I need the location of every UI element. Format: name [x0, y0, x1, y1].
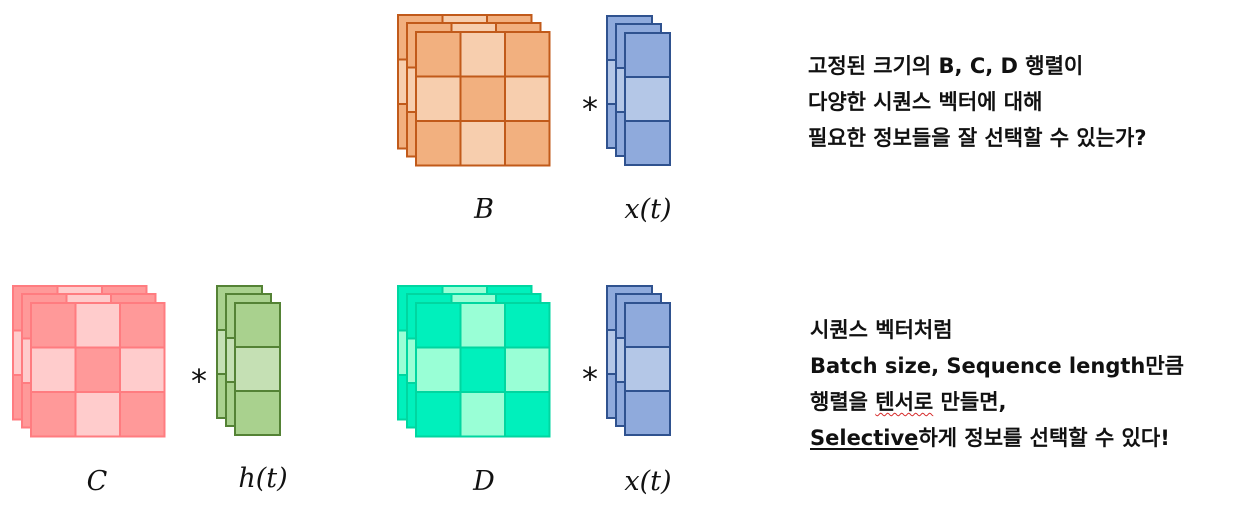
- matrix-D-layer-3-cell-0-2: [504, 302, 551, 349]
- vector-x-top-layer-3-cell-2-0: [624, 120, 671, 166]
- vector-x-top-layer-3-cell-1-0: [624, 76, 671, 122]
- matrix-D-layer-3-cell-1-1: [459, 346, 506, 393]
- note-bottom-line-3-spellcheck-word: 텐서로: [875, 390, 934, 414]
- matrix-C-layer-3-cell-0-2: [119, 302, 166, 349]
- matrix-C-layer-3-cell-1-1: [74, 346, 121, 393]
- matrix-B-layer-3-cell-0-0: [415, 31, 462, 78]
- matrix-C-layer-3-cell-2-1: [74, 391, 121, 438]
- note-bottom-line-2: Batch size, Sequence length만큼: [810, 354, 1184, 378]
- vector-x-bottom-layer-3-cell-1-0: [624, 346, 671, 392]
- vector-x-bottom-layer-3-cell-2-0: [624, 390, 671, 436]
- matrix-C-layer-3-cell-0-0: [30, 302, 77, 349]
- note-top-line-3: 필요한 정보들을 잘 선택할 수 있는가?: [808, 126, 1147, 150]
- label-x-t-bottom: x(t): [624, 466, 671, 497]
- vector-x-bottom-layer-3-cell-0-0: [624, 302, 671, 348]
- matrix-C-layer-3-cell-2-2: [119, 391, 166, 438]
- matrix-D-layer-3-cell-1-2: [504, 346, 551, 393]
- vector-h-layer-3-cell-2-0: [234, 390, 281, 436]
- matrix-B-layer-3-cell-2-0: [415, 120, 462, 167]
- matrix-B-layer-3-cell-2-1: [459, 120, 506, 167]
- matrix-D-layer-3-cell-2-2: [504, 391, 551, 438]
- note-bottom-line-3-a: 행렬을: [810, 390, 876, 414]
- multiply-star-right: *: [582, 360, 598, 398]
- note-bottom-line-4-b: 하게 정보를 선택할 수 있다!: [918, 426, 1170, 450]
- label-D: D: [472, 466, 495, 497]
- note-top-line-1: 고정된 크기의 B, C, D 행렬이: [808, 54, 1084, 78]
- note-bottom-selective-word: Selective: [810, 426, 919, 450]
- vector-x-top-layer-3-cell-0-0: [624, 32, 671, 78]
- matrix-B-layer-3-cell-1-1: [459, 75, 506, 122]
- label-h-t: h(t): [238, 463, 287, 494]
- vector-h-layer-3-cell-1-0: [234, 346, 281, 392]
- note-bottom: 시퀀스 벡터처럼 Batch size, Sequence length만큼 행…: [810, 312, 1184, 456]
- multiply-star-left: *: [191, 362, 207, 400]
- matrix-D-layer-3-cell-2-1: [459, 391, 506, 438]
- label-B: B: [473, 194, 494, 225]
- matrix-B-layer-3-cell-1-0: [415, 75, 462, 122]
- multiply-star-top: *: [582, 90, 598, 128]
- matrix-B-layer-3-cell-1-2: [504, 75, 551, 122]
- matrix-B-layer-3-cell-0-2: [504, 31, 551, 78]
- matrix-C-layer-3-cell-2-0: [30, 391, 77, 438]
- note-bottom-line-3: 행렬을 텐서로 만들면,: [810, 384, 1184, 420]
- note-top: 고정된 크기의 B, C, D 행렬이 다양한 시퀀스 벡터에 대해 필요한 정…: [808, 48, 1147, 156]
- matrix-D-layer-3-cell-1-0: [415, 346, 462, 393]
- matrix-B-layer-3-cell-2-2: [504, 120, 551, 167]
- note-top-line-2: 다양한 시퀀스 벡터에 대해: [808, 90, 1043, 114]
- matrix-D-layer-3-cell-0-1: [459, 302, 506, 349]
- matrix-C-layer-3-cell-1-2: [119, 346, 166, 393]
- matrix-D-layer-3-cell-0-0: [415, 302, 462, 349]
- matrix-B-layer-3-cell-0-1: [459, 31, 506, 78]
- matrix-C-layer-3-cell-0-1: [74, 302, 121, 349]
- matrix-C-layer-3-cell-1-0: [30, 346, 77, 393]
- vector-h-layer-3-cell-0-0: [234, 302, 281, 348]
- note-bottom-line-3-c: 만들면,: [933, 390, 1007, 414]
- note-bottom-line-1: 시퀀스 벡터처럼: [810, 318, 953, 342]
- label-C: C: [87, 466, 108, 497]
- matrix-D-layer-3-cell-2-0: [415, 391, 462, 438]
- label-x-t-top: x(t): [624, 194, 671, 225]
- note-bottom-line-4: Selective하게 정보를 선택할 수 있다!: [810, 420, 1184, 456]
